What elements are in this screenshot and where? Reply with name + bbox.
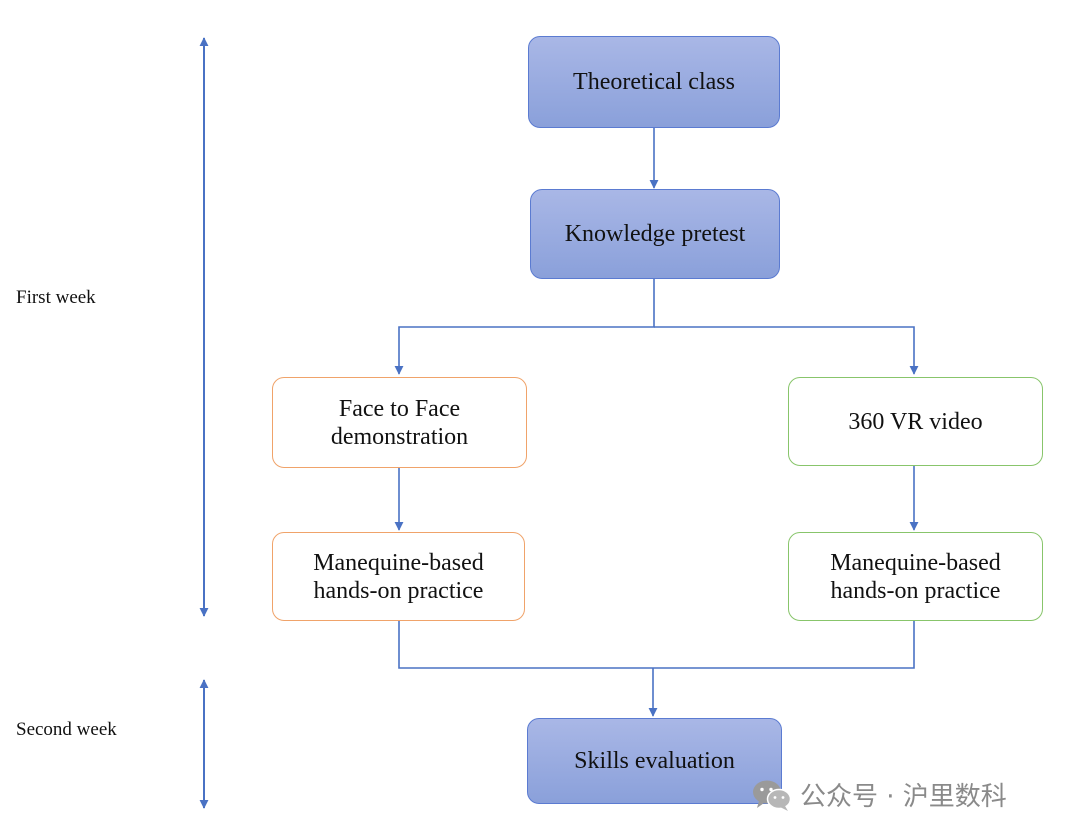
theoretical-class-text: Theoretical class [573, 69, 735, 95]
theoretical-class-box: Theoretical class [528, 36, 780, 128]
practice-right-box: Manequine-based hands-on practice [788, 532, 1043, 621]
vr-video-text: 360 VR video [848, 408, 983, 435]
knowledge-pretest-box: Knowledge pretest [530, 189, 780, 279]
connector-merge [398, 621, 915, 669]
watermark-text: 公众号 · 沪里数科 [800, 782, 1007, 812]
practice-left-box: Manequine-based hands-on practice [272, 532, 525, 621]
wechat-icon [753, 780, 792, 811]
watermark: 公众号 · 沪里数科 [752, 776, 1007, 813]
first-week-label: First week [16, 287, 96, 308]
knowledge-pretest-text: Knowledge pretest [564, 221, 746, 247]
skills-evaluation-box: Skills evaluation [527, 718, 782, 804]
connector-pretest-split [394, 279, 655, 375]
skills-evaluation-text: Skills evaluation [574, 748, 735, 774]
face-to-face-text: Face to Face demonstration [330, 395, 469, 450]
practice-right-text: Manequine-based hands-on practice [830, 549, 1001, 604]
vr-video-box: 360 VR video [788, 377, 1043, 466]
second-week-label: Second week [16, 719, 117, 740]
practice-left-text: Manequine-based hands-on practice [313, 549, 484, 604]
connector-pretest-split-right [654, 326, 919, 375]
face-to-face-box: Face to Face demonstration [272, 377, 527, 468]
